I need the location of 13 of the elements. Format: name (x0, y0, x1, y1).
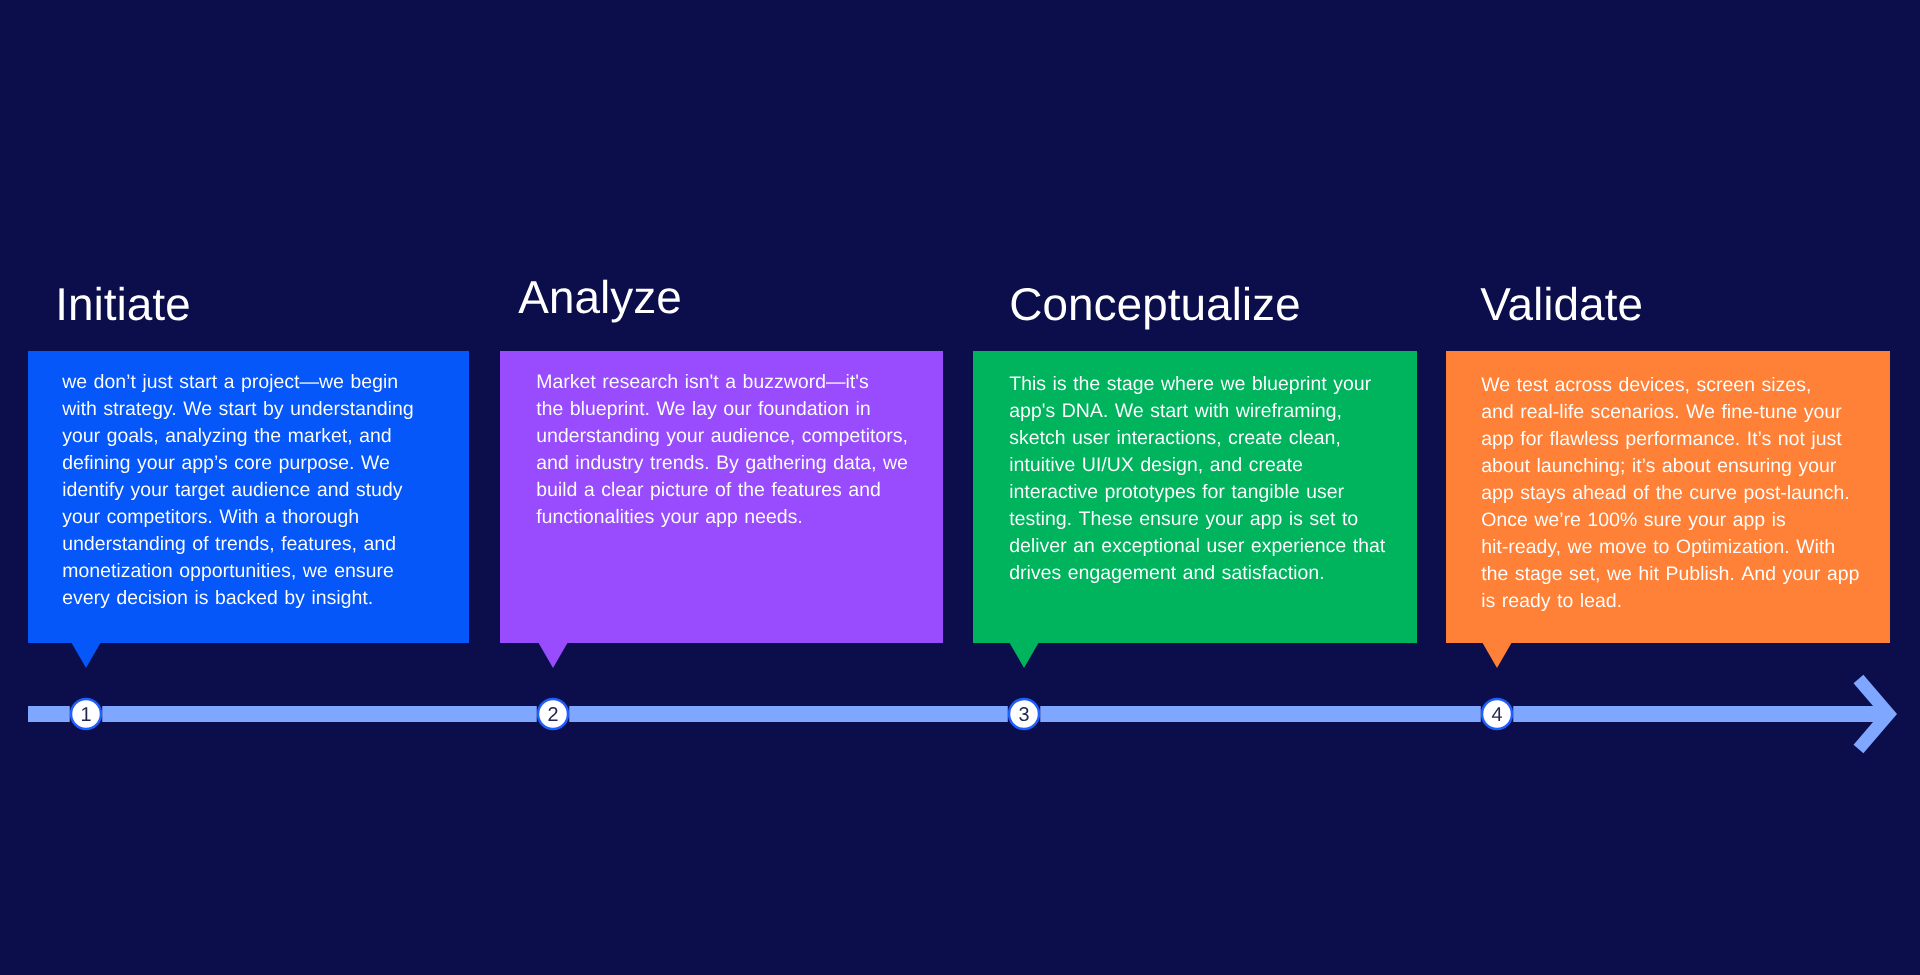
timeline-arrow (1513, 674, 1898, 754)
stage-heading: Analyze (518, 279, 680, 323)
callout-box: This is the stage where we blueprint your app's DNA. We start with wireframing, sketch user interactions, create clean, intuitive UI/UX design, and create interactive prototypes for tangible user testing. These ensure your app is set to deliver an exceptional user experience that drives engagement and satisfaction. (973, 351, 1417, 668)
timeline-line (569, 706, 1008, 722)
stage-heading: Conceptualize (1011, 286, 1299, 330)
callout-box: Market research isn't a buzzword—it's the blueprint. We lay our foundation in understanding your audience, competitors, and industry trends. By gathering data, we build a clear picture of the features and functionalities your app needs. (500, 351, 943, 668)
callout-box: We test across devices, screen sizes, and real-life scenarios. We fine-tune your app for flawless performance. It’s not just about launching; it’s about ensuring your app stays ahead of the curve post-launch. Once we’re 100% sure your app is hit-ready, we move to Optimization. With the stage set, we hit Publish. And your app is ready to lead. (1446, 351, 1890, 668)
timeline-line (1040, 706, 1481, 722)
stage-heading: Validate (1480, 286, 1641, 321)
timeline-line (28, 706, 70, 722)
callout-box: we don’t just start a project—we begin with strategy. We start by understanding your goals, analyzing the market, and defining your app’s core purpose. We identify your target audience and study your competitors. With a thorough understanding of trends, features, and monetization opportunities, we ensure every decision is backed by insight. (28, 351, 469, 668)
timeline-line (102, 706, 537, 722)
stage-heading: Initiate (59, 286, 189, 321)
